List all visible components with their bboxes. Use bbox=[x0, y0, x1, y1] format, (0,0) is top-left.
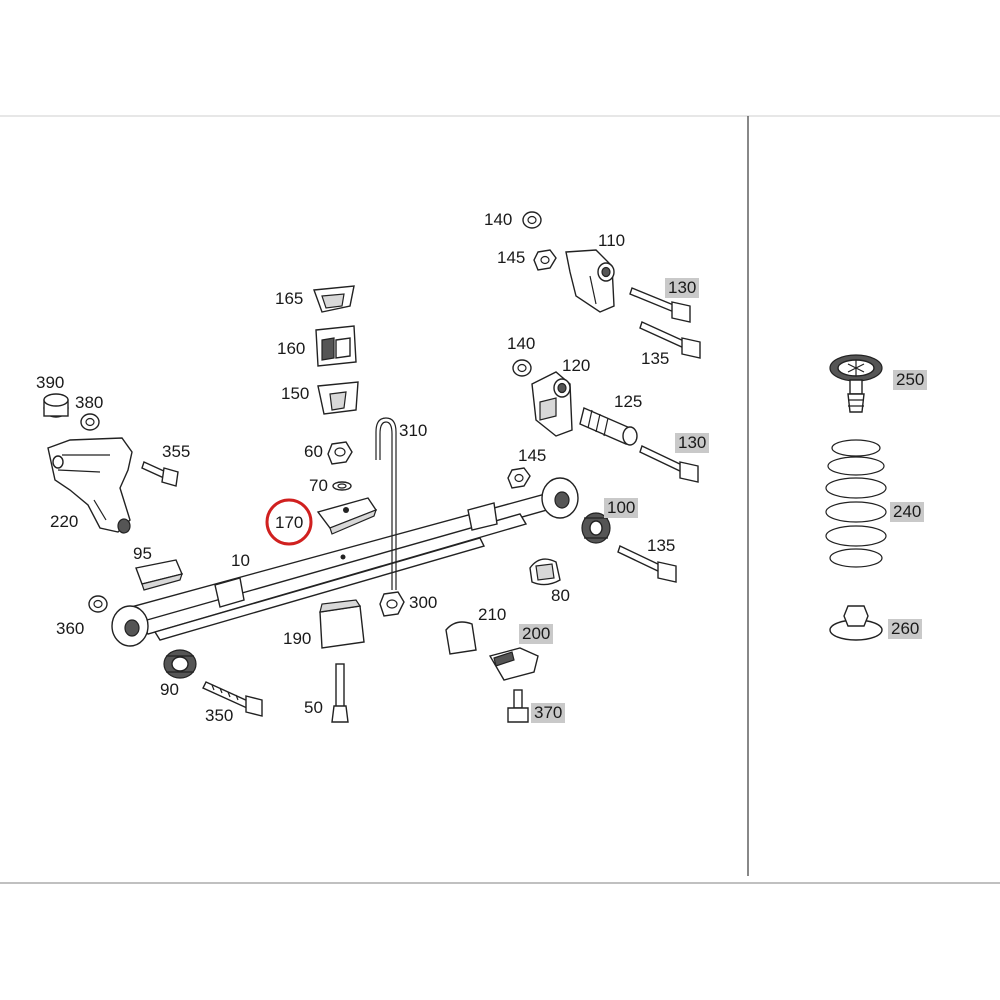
callout-145-lower[interactable]: 145 bbox=[518, 446, 547, 465]
callout-310[interactable]: 310 bbox=[399, 421, 428, 440]
callout-120[interactable]: 120 bbox=[562, 356, 591, 375]
nut-60-part[interactable] bbox=[327, 441, 353, 465]
part-150[interactable] bbox=[317, 381, 359, 415]
bracket-120-part[interactable] bbox=[531, 371, 573, 437]
plate-170-part[interactable] bbox=[316, 497, 378, 535]
pad-95-part[interactable] bbox=[135, 559, 183, 591]
callout-50[interactable]: 50 bbox=[304, 698, 323, 717]
callout-170[interactable]: 170 bbox=[275, 513, 304, 532]
callout-350[interactable]: 350 bbox=[205, 706, 234, 725]
bolt-355-part[interactable] bbox=[141, 461, 179, 487]
callout-140-lower[interactable]: 140 bbox=[507, 334, 536, 353]
nut-145b-part[interactable] bbox=[507, 467, 531, 489]
bushing-100-part[interactable] bbox=[581, 512, 611, 544]
bolt-50-part[interactable] bbox=[331, 663, 349, 723]
callout-220[interactable]: 220 bbox=[50, 512, 79, 531]
callout-250[interactable]: 250 bbox=[893, 370, 928, 390]
shackle-110-part[interactable] bbox=[565, 249, 615, 313]
spring-seat-260-part[interactable] bbox=[829, 605, 883, 641]
block-190-part[interactable] bbox=[319, 599, 365, 649]
callout-95[interactable]: 95 bbox=[133, 544, 152, 563]
washer-140a-part[interactable] bbox=[522, 211, 542, 229]
callout-110[interactable]: 110 bbox=[598, 231, 626, 250]
u-bolt-310-part[interactable] bbox=[375, 417, 397, 590]
bolt-370-part[interactable] bbox=[507, 689, 529, 723]
callout-10[interactable]: 10 bbox=[231, 551, 250, 570]
part-125[interactable] bbox=[579, 407, 638, 446]
bushing-90-part[interactable] bbox=[163, 649, 197, 679]
bushing-390-part[interactable] bbox=[43, 393, 69, 418]
callout-80[interactable]: 80 bbox=[551, 586, 570, 605]
bolt-130a-part[interactable] bbox=[629, 287, 691, 323]
part-160[interactable] bbox=[315, 325, 357, 367]
clip-80-part[interactable] bbox=[529, 558, 561, 586]
callout-200[interactable]: 200 bbox=[519, 624, 554, 644]
selection-ring bbox=[265, 498, 313, 546]
callout-90[interactable]: 90 bbox=[160, 680, 179, 699]
callout-125[interactable]: 125 bbox=[614, 392, 643, 411]
callout-370[interactable]: 370 bbox=[531, 703, 566, 723]
callout-60[interactable]: 60 bbox=[304, 442, 323, 461]
callout-145-upper[interactable]: 145 bbox=[497, 248, 526, 267]
washer-360-part[interactable] bbox=[88, 595, 108, 613]
callout-130-upper[interactable]: 130 bbox=[665, 278, 700, 298]
callout-165[interactable]: 165 bbox=[275, 289, 304, 308]
callout-260[interactable]: 260 bbox=[888, 619, 923, 639]
callout-300[interactable]: 300 bbox=[409, 593, 438, 612]
callout-135-upper[interactable]: 135 bbox=[641, 349, 670, 368]
bolt-135a-part[interactable] bbox=[639, 321, 701, 359]
bracket-220-part[interactable] bbox=[47, 437, 133, 534]
washer-70-part[interactable] bbox=[332, 481, 352, 491]
callout-150[interactable]: 150 bbox=[281, 384, 310, 403]
coil-spring-240-part[interactable] bbox=[825, 439, 887, 568]
part-200[interactable] bbox=[488, 647, 539, 681]
callout-355[interactable]: 355 bbox=[162, 442, 191, 461]
part-165[interactable] bbox=[313, 285, 355, 313]
spring-pad-250-part[interactable] bbox=[829, 354, 883, 413]
callout-380[interactable]: 380 bbox=[75, 393, 104, 412]
callout-135-lower[interactable]: 135 bbox=[647, 536, 676, 555]
callout-100[interactable]: 100 bbox=[604, 498, 639, 518]
leaf-spring-part[interactable] bbox=[111, 477, 579, 647]
washer-380-part[interactable] bbox=[80, 413, 100, 431]
washer-140b-part[interactable] bbox=[512, 359, 532, 377]
callout-130-lower[interactable]: 130 bbox=[675, 433, 710, 453]
bolt-135b-part[interactable] bbox=[617, 545, 677, 583]
callout-210[interactable]: 210 bbox=[478, 605, 507, 624]
callout-390[interactable]: 390 bbox=[36, 373, 65, 392]
callout-190[interactable]: 190 bbox=[283, 629, 312, 648]
callout-160[interactable]: 160 bbox=[277, 339, 306, 358]
bolt-350-part[interactable] bbox=[202, 681, 263, 717]
callout-70[interactable]: 70 bbox=[309, 476, 328, 495]
callout-360[interactable]: 360 bbox=[56, 619, 85, 638]
nut-145a-part[interactable] bbox=[533, 249, 557, 271]
bolt-130b-part[interactable] bbox=[639, 445, 699, 483]
callout-240[interactable]: 240 bbox=[890, 502, 925, 522]
nut-300-part[interactable] bbox=[379, 591, 405, 617]
callout-140-upper[interactable]: 140 bbox=[484, 210, 513, 229]
part-210[interactable] bbox=[445, 621, 477, 655]
